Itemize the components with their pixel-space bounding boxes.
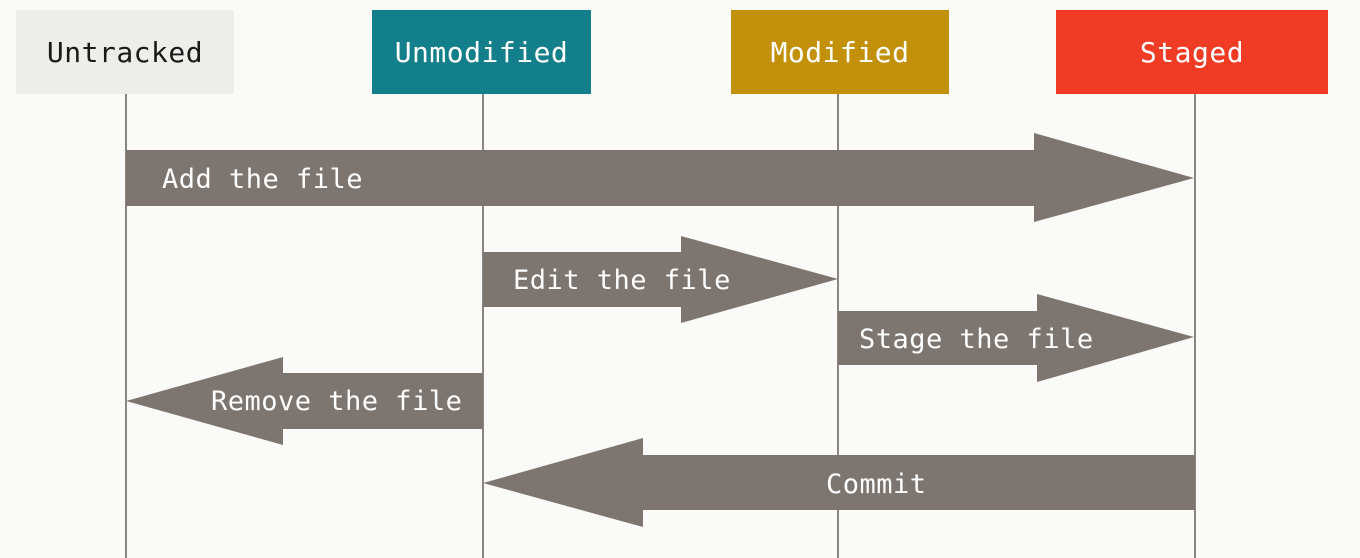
state-untracked-label: Untracked — [46, 35, 204, 69]
arrow-remove-the-file: Remove the file — [126, 357, 483, 445]
state-untracked-box: Untracked — [16, 10, 234, 94]
arrow-stage-label: Stage the file — [859, 324, 1094, 355]
arrow-edit-the-file: Edit the file — [483, 236, 838, 323]
lifeline-staged — [1194, 94, 1196, 558]
arrow-commit: Commit — [483, 438, 1195, 527]
state-staged-label: Staged — [1139, 35, 1245, 69]
arrow-remove-label: Remove the file — [211, 386, 462, 417]
arrow-add-the-file: Add the file — [126, 133, 1194, 222]
state-modified-label: Modified — [770, 35, 910, 69]
lifeline-untracked — [125, 94, 127, 558]
arrow-edit-label: Edit the file — [513, 265, 731, 296]
arrow-stage-the-file: Stage the file — [838, 294, 1194, 382]
state-modified-box: Modified — [731, 10, 949, 94]
lifeline-unmodified — [482, 94, 484, 558]
state-staged-box: Staged — [1056, 10, 1328, 94]
state-unmodified-label: Unmodified — [394, 35, 569, 69]
arrow-add-label: Add the file — [162, 164, 363, 195]
state-unmodified-box: Unmodified — [372, 10, 591, 94]
arrow-commit-label: Commit — [826, 469, 927, 500]
